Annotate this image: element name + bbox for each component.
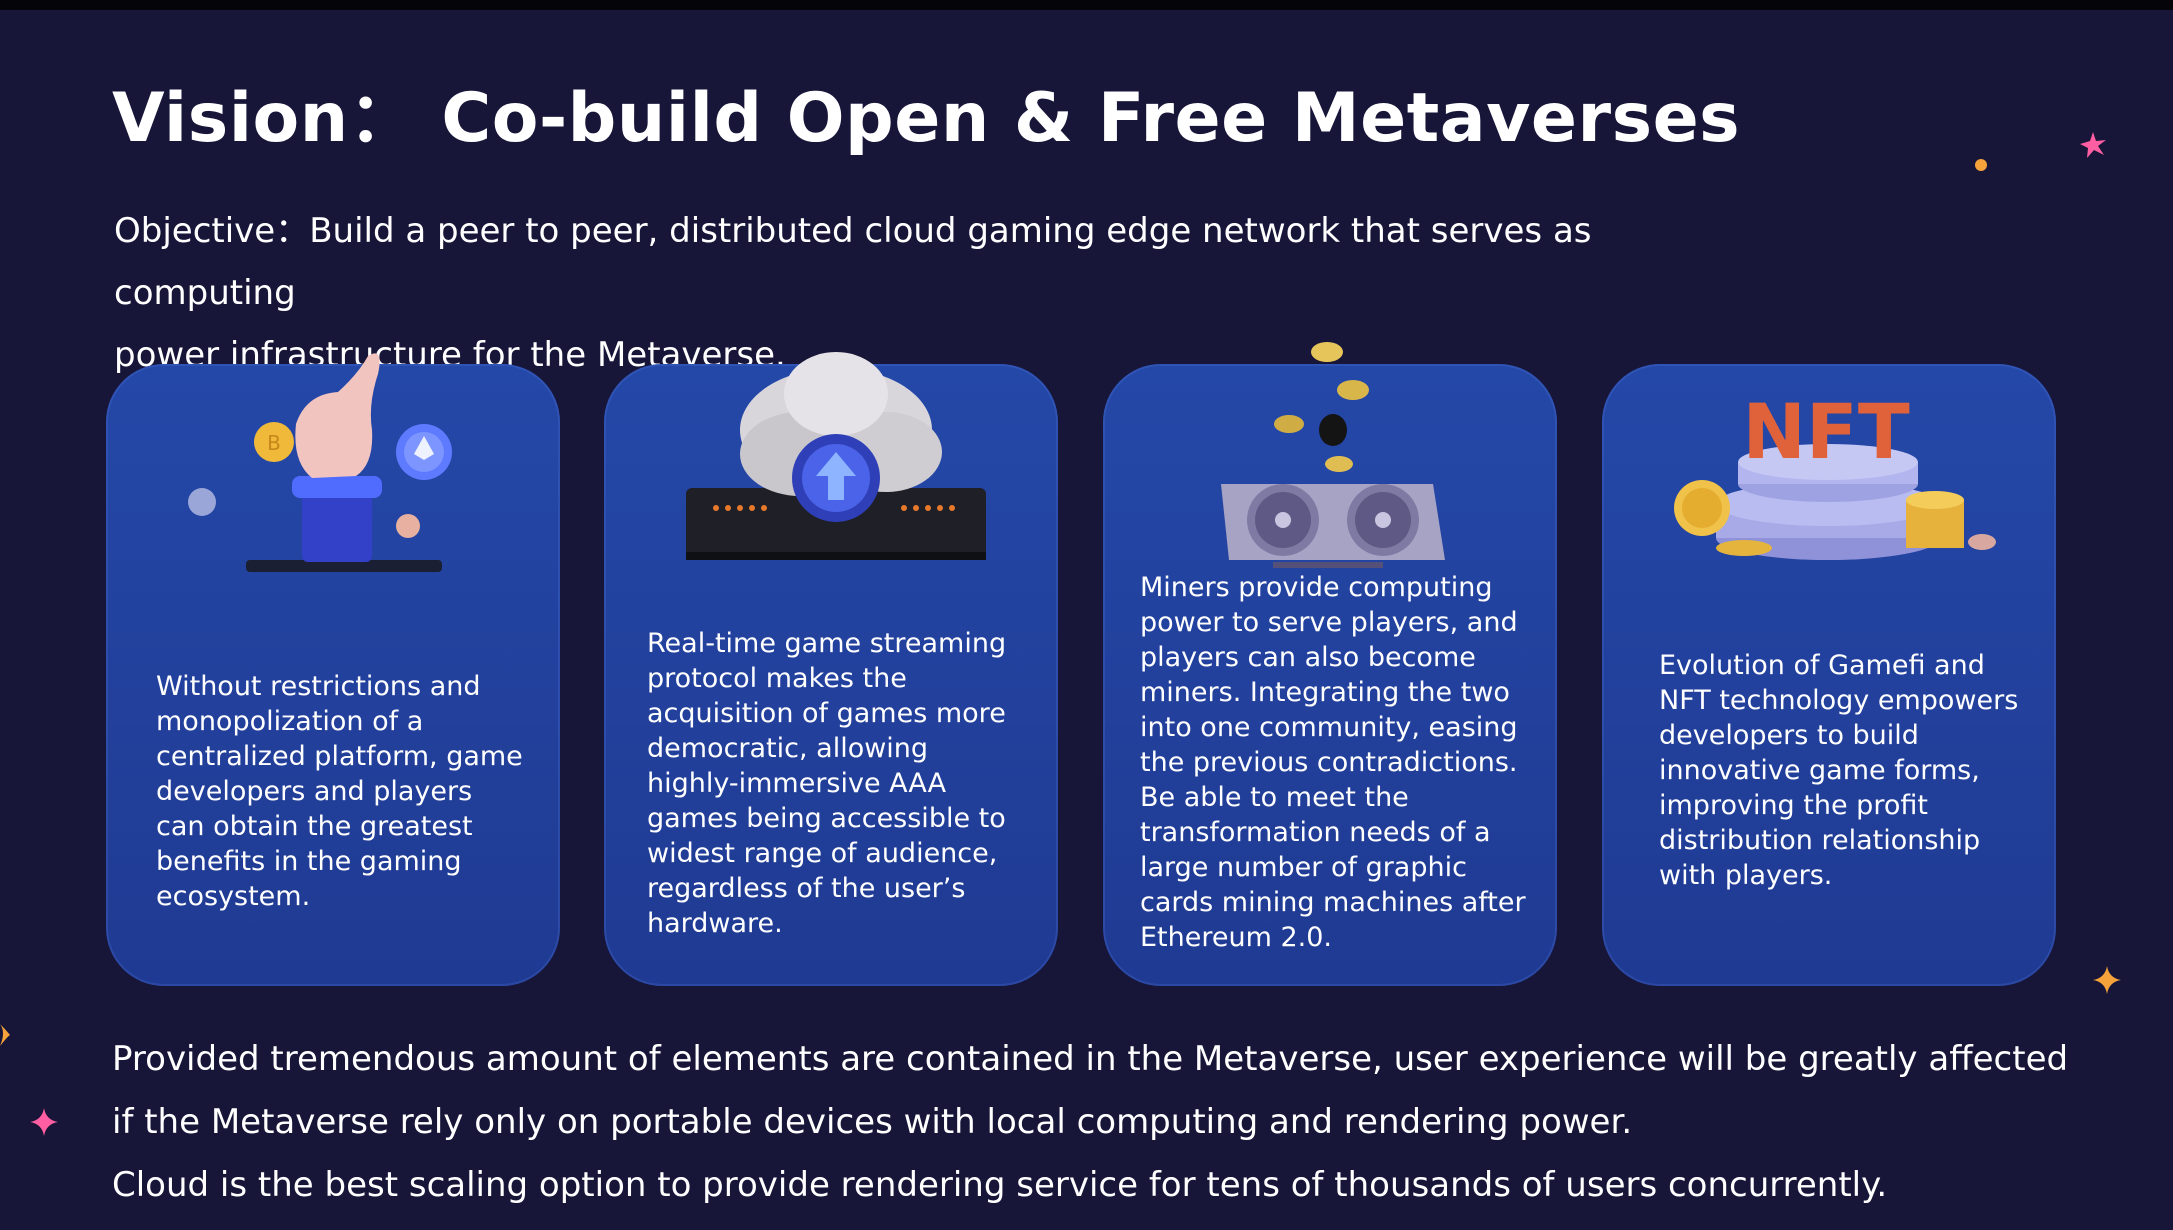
feature-card-game-streaming: Real-time game streaming protocol makes … <box>604 352 1058 986</box>
top-bar <box>0 0 2173 10</box>
pink-star-icon <box>2080 132 2106 158</box>
feature-card-open-platform: B Without restrictions and monopolizatio… <box>106 353 560 986</box>
summary-line-1: Provided tremendous amount of elements a… <box>112 1039 2069 1079</box>
summary-line-3: Cloud is the best scaling option to prov… <box>112 1165 1888 1205</box>
nft-label: NFT <box>1742 387 1910 476</box>
feature-card-gamefi-nft: NFT Evolution of Gamefi and NFT technolo… <box>1602 364 2056 986</box>
orange-edge-sparkle-icon <box>0 1024 10 1046</box>
card-2-description: Real-time game streaming protocol makes … <box>647 628 1007 939</box>
cloud-upload-server-icon <box>686 352 986 560</box>
summary-text: Provided tremendous amount of elements a… <box>112 1028 2069 1217</box>
orange-cross-icon <box>2093 966 2121 994</box>
hand-holding-crypto-coins-icon: B <box>188 353 452 572</box>
summary-line-2: if the Metaverse rely only on portable d… <box>112 1102 1633 1142</box>
graphics-card-coins-icon <box>1221 342 1445 568</box>
nft-platform-coins-icon: NFT <box>1674 387 1996 560</box>
orange-dot-icon <box>1975 159 1987 171</box>
pink-cross-icon <box>30 1108 58 1136</box>
card-3-description: Miners provide computing power to serve … <box>1140 572 1526 953</box>
objective-line-1: Objective：Build a peer to peer, distribu… <box>114 211 1592 313</box>
page-title: Vision： Co-build Open & Free Metaverses <box>112 79 1741 158</box>
feature-card-miners: Miners provide computing power to serve … <box>1103 342 1557 986</box>
card-4-description: Evolution of Gamefi and NFT technology e… <box>1659 650 2019 891</box>
card-1-description: Without restrictions and monopolization … <box>156 671 523 912</box>
svg-text:B: B <box>267 431 281 455</box>
objective-text: Objective：Build a peer to peer, distribu… <box>114 200 1734 386</box>
